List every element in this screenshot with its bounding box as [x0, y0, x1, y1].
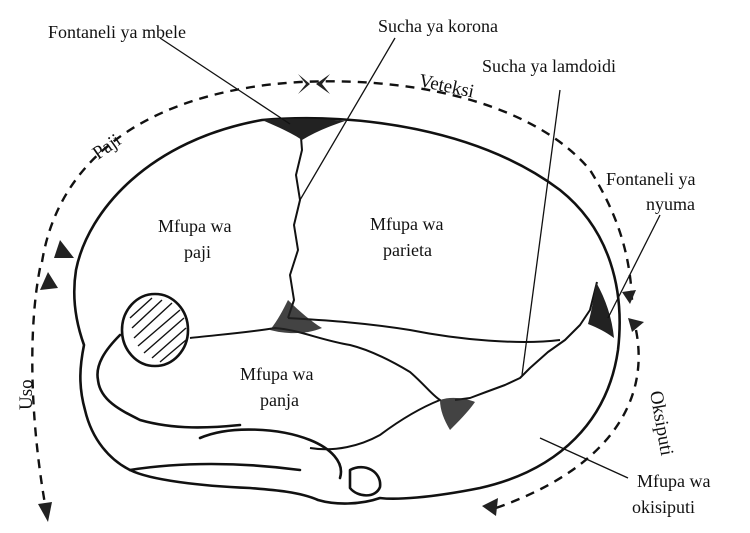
- direction-face: Uso: [16, 379, 37, 410]
- label-posterior-fontanelle-1: Fontaneli ya: [606, 169, 695, 189]
- vertex-dashed-curve: [40, 80, 634, 301]
- coronal-suture: [287, 123, 303, 319]
- occiput-arrow-icon: [628, 318, 644, 332]
- sphenoid-fontanelle: [270, 300, 322, 334]
- leader-lambdoid-suture: [521, 89, 561, 376]
- lambdoid-suture: [454, 281, 598, 401]
- occiput-dashed-curve: [489, 329, 640, 512]
- label-frontal-bone-2: paji: [184, 242, 211, 262]
- leader-anterior-fontanelle: [159, 37, 291, 125]
- orbit-hatch: [129, 297, 187, 363]
- occiput-end-arrow-icon: [482, 498, 498, 516]
- label-temporal-bone-2: panja: [260, 390, 299, 410]
- mastoid-fontanelle: [440, 397, 475, 430]
- anterior-fontanelle: [262, 118, 345, 140]
- label-lambdoid-suture: Sucha ya lamdoidi: [482, 56, 616, 76]
- label-occipital-bone-2: okisiputi: [632, 497, 695, 517]
- label-anterior-fontanelle: Fontaneli ya mbele: [48, 22, 186, 42]
- face-dashed-curve: [31, 267, 48, 511]
- face-arrow-icon: [40, 272, 58, 290]
- vertex-arrow-icon: [316, 74, 330, 94]
- leader-coronal-suture: [299, 37, 396, 201]
- label-occipital-bone-1: Mfupa wa: [637, 471, 710, 491]
- label-parietal-bone-1: Mfupa wa: [370, 214, 443, 234]
- leader-occipital-bone: [539, 437, 629, 479]
- face-end-arrow-icon: [38, 502, 52, 522]
- jaw-outline: [198, 428, 343, 480]
- squamosal-suture: [287, 317, 561, 343]
- temporal-lower-bulge: [348, 465, 382, 497]
- label-coronal-suture: Sucha ya korona: [378, 16, 498, 36]
- vertex-arrow-icon: [298, 74, 310, 94]
- direction-vertex: Veteksi: [417, 70, 476, 102]
- label-parietal-bone-2: parieta: [383, 240, 432, 260]
- label-posterior-fontanelle-2: nyuma: [646, 194, 695, 214]
- posterior-arrow-icon: [622, 290, 636, 304]
- mandible-lower: [128, 462, 302, 472]
- posterior-fontanelle: [588, 282, 614, 338]
- label-frontal-bone-1: Mfupa wa: [158, 216, 231, 236]
- skull-outline: [72, 116, 621, 505]
- leader-posterior-fontanelle: [607, 214, 661, 319]
- orbit: [120, 292, 190, 368]
- label-temporal-bone-1: Mfupa wa: [240, 364, 313, 384]
- direction-occiput: Oksiputi: [645, 389, 677, 457]
- face-outline: [96, 333, 242, 429]
- forehead-arrow-icon: [54, 240, 74, 258]
